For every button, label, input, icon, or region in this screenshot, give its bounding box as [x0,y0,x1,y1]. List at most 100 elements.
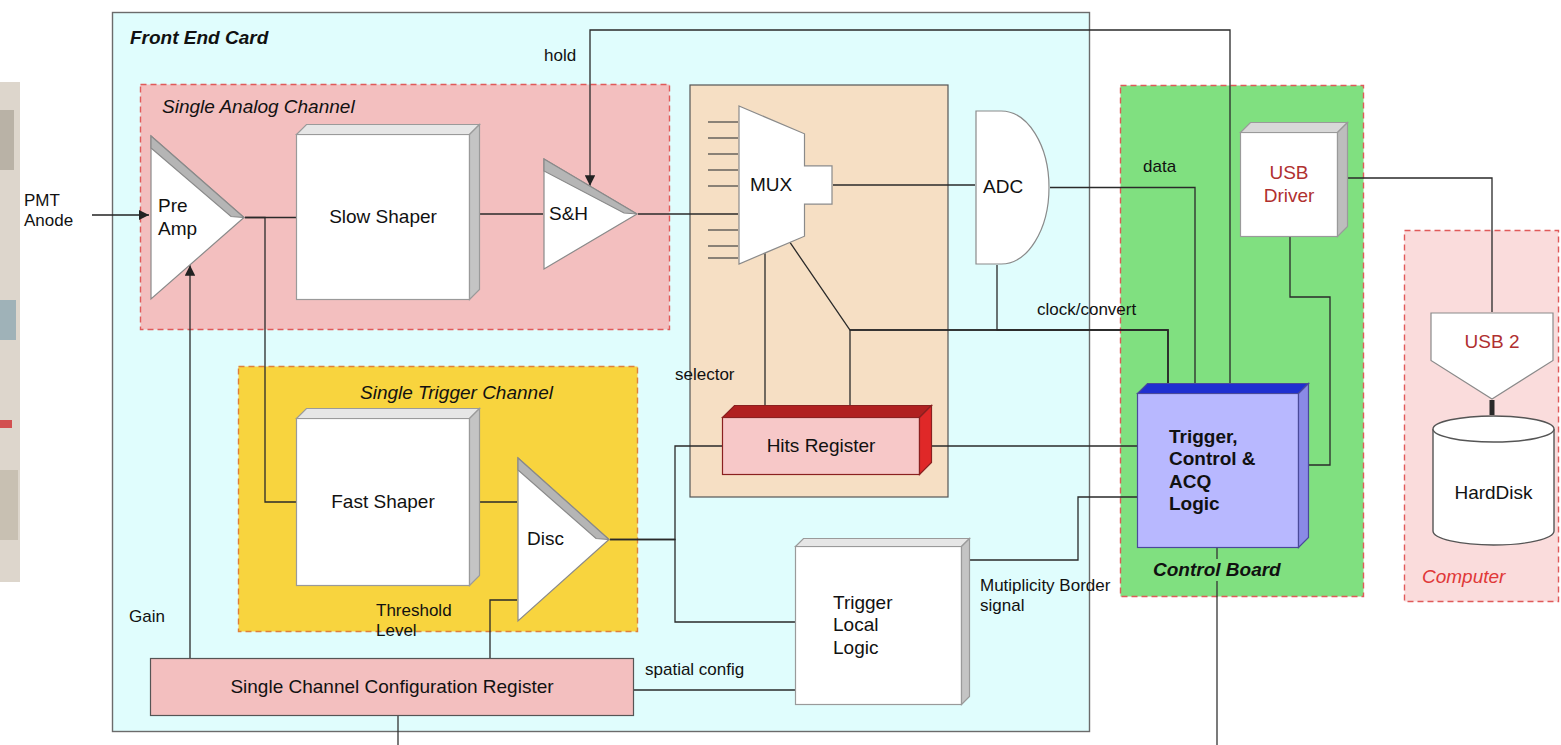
shape-face [518,458,609,621]
signal-name: clock/convert [1037,300,1136,320]
signal-wire [1050,188,1195,384]
input-stub [708,137,738,138]
shape-face [796,539,970,547]
label-wrapper: USB Driver [1248,162,1330,207]
shape-face [470,125,480,300]
label-wrapper: data [1143,157,1176,177]
shape-face [1241,123,1348,133]
signal-wire [638,213,738,214]
photo-fragment [0,82,20,582]
label-wrapper: HardDisk [1439,482,1549,504]
group-panel: Single Analog ChannelPre Amp Slow Shaper S… [140,84,670,330]
shape-face [297,419,470,586]
signal-wire [189,265,190,658]
label-wrapper: Fast Shaper [308,491,458,513]
signal-name: Threshold Level [376,601,481,641]
shape-face [1138,394,1299,548]
label-wrapper: hold [544,46,576,66]
node-label: USB 2 [1465,331,1520,353]
label-wrapper: Threshold Level [376,601,481,641]
label-wrapper: spatial config [645,660,744,680]
component-block: S&H [543,158,638,270]
group-panel: Computer USB 2 HardDisk [1404,230,1559,602]
label-wrapper: Computer [1422,566,1505,588]
component-block: MUX [738,105,833,265]
shape-face [739,106,832,264]
node-label: USB Driver [1248,162,1330,207]
node-label: Trigger Local Logic [833,592,917,659]
signal-wire [764,253,765,405]
label-wrapper: Trigger Local Logic [833,592,917,659]
node-label: Single Channel Configuration Register [230,676,553,698]
shape-face [723,406,932,418]
signal-wire [245,218,296,503]
photo-fragment [0,470,18,540]
component-block: Fast Shaper [296,408,480,586]
shape-face [470,409,480,586]
panel-group [113,13,1559,732]
mux-block-panel [690,85,948,497]
node-label: Single Trigger Channel [360,382,553,404]
component-block: Single Channel Configuration Register [150,658,634,716]
node-label: Fast Shaper [331,491,435,513]
shape-face [1433,429,1554,545]
shape-face [962,539,970,705]
input-stub [708,121,738,122]
signal-name: hold [544,46,576,66]
shape-face [1241,133,1338,237]
photo-fragment [0,110,14,170]
node-label: ADC [983,176,1023,198]
input-stub [708,169,738,170]
label-wrapper: Mutiplicity Border signal [980,576,1115,616]
panel-ground [113,13,1090,732]
shape-face [1433,416,1554,442]
label-wrapper: MUX [750,174,810,196]
node-label: Single Analog Channel [162,96,355,118]
component-block: Trigger, Control & ACQ Logic [1137,383,1309,548]
component-block: ADC [975,110,1050,265]
node-label: Computer [1422,566,1505,588]
component-block: USB 2 [1430,312,1554,400]
input-stub [708,153,738,154]
label-wrapper: Pre Amp [158,195,208,240]
shape-face [1338,123,1348,237]
usb-shape [1430,312,1554,400]
node-label: Front End Card [130,27,268,49]
shape-face [1138,384,1309,394]
panel-ground [239,367,638,632]
shape-face [518,458,609,540]
signal-wire [590,30,1230,383]
cyl-shape [1432,415,1555,545]
label-wrapper: Single Analog Channel [162,96,355,118]
shape-face [723,418,920,475]
signal-wire [610,446,722,540]
signal-wire [490,600,517,658]
signal-name: selector [675,365,735,385]
photo-fragment [0,420,12,428]
signal-name: spatial config [645,660,744,680]
panel-ground [1405,231,1559,602]
input-stub [708,245,738,246]
component-block: Slow Shaper [296,124,480,300]
node-label: Pre Amp [158,195,208,240]
node-label: MUX [750,174,792,196]
label-wrapper: Disc [527,528,587,550]
group-panel: Single Trigger ChannelFast ShaperDisc [238,366,638,632]
node-label: Hits Register [767,435,876,457]
node-label: Trigger, Control & ACQ Logic [1169,426,1267,516]
signal-wire [610,540,795,623]
photo-fragment [0,300,16,340]
shape-face [920,406,932,475]
label-wrapper: Single Channel Configuration Register [162,676,622,698]
label-wrapper: Single Trigger Channel [360,382,553,404]
label-wrapper: Front End Card [130,27,268,49]
input-stub [708,229,738,230]
component-block: Trigger Local Logic [795,538,970,705]
label-wrapper: Slow Shaper [308,206,458,228]
label-wrapper: PMT Anode [24,191,90,231]
input-stub [708,257,738,258]
component-block: Disc [517,457,610,622]
signal-name: Mutiplicity Border signal [980,576,1115,616]
config-bus-wire [397,716,398,745]
